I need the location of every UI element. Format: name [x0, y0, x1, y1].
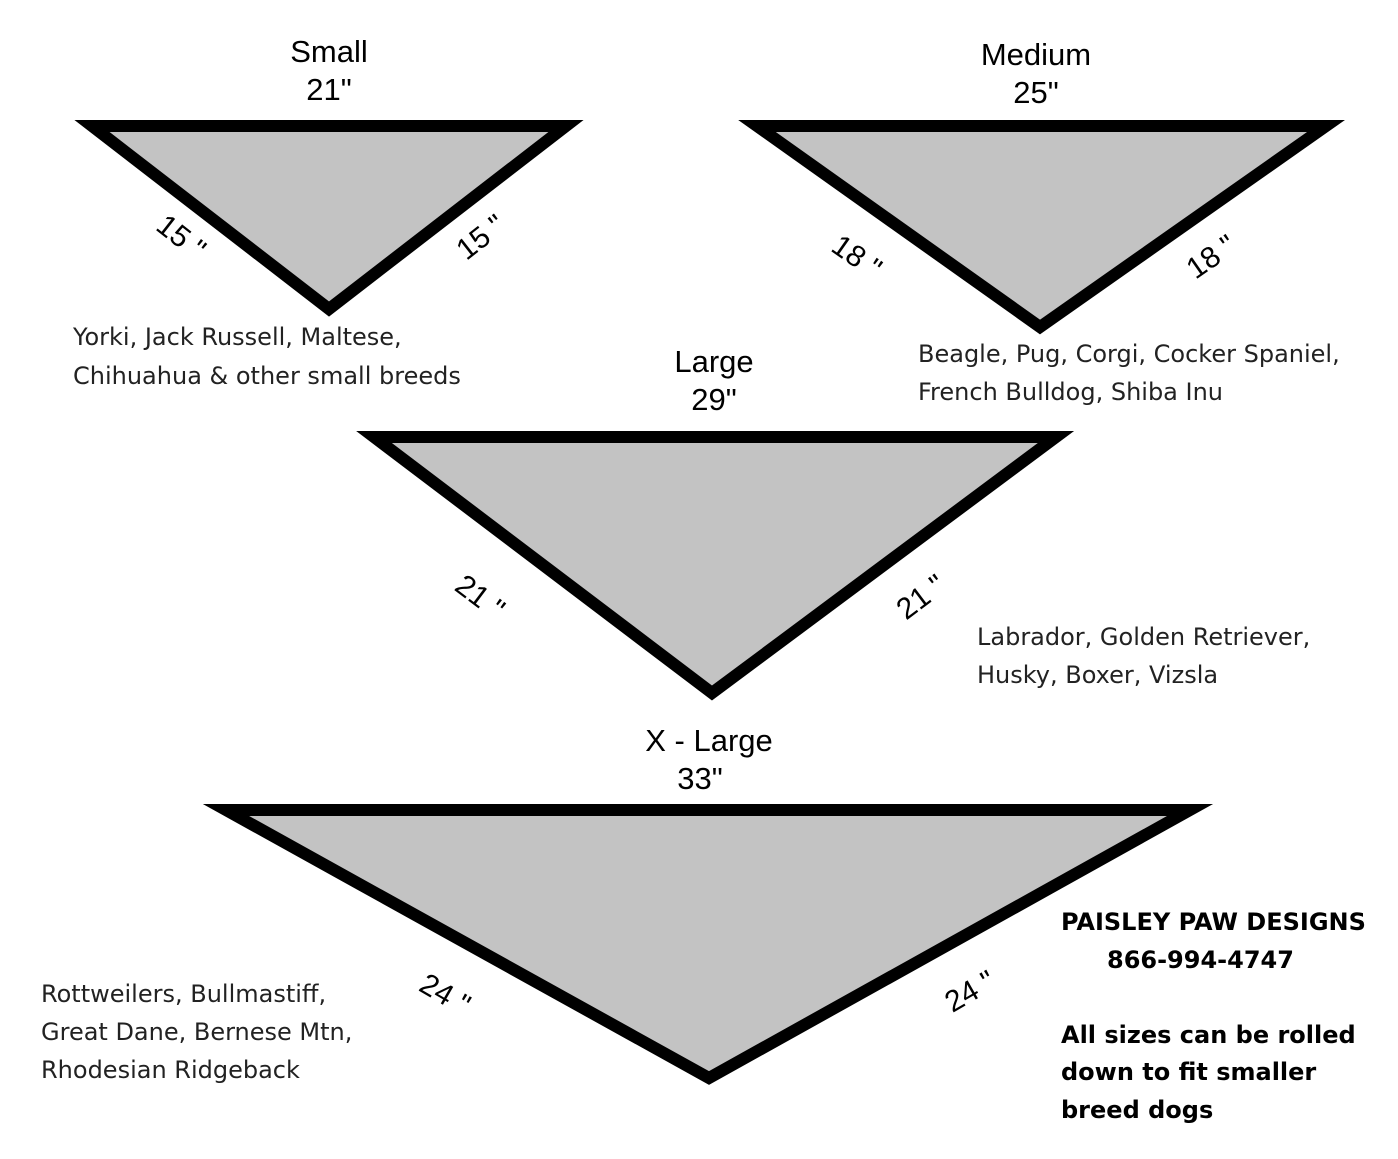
small-size-length: 21" [306, 72, 352, 107]
xlarge-breeds-line-1: Rottweilers, Bullmastiff, [41, 980, 326, 1008]
medium-right-side-label: 18 " [1181, 229, 1243, 286]
company-name: PAISLEY PAW DESIGNS [1061, 908, 1366, 936]
small-breeds-line-2: Chihuahua & other small breeds [73, 362, 461, 390]
large-breeds-line-2: Husky, Boxer, Vizsla [977, 661, 1218, 689]
xlarge-bandana-triangle [202, 804, 1214, 1085]
xlarge-breeds-line-3: Rhodesian Ridgeback [41, 1056, 300, 1084]
xlarge-size-group: X - Large 33" 24 " 24 " Rottweilers, Bul… [41, 723, 1214, 1085]
medium-left-side-label: 18 " [826, 229, 888, 286]
xlarge-right-side-label: 24 " [939, 964, 1001, 1019]
medium-breeds-line-2: French Bulldog, Shiba Inu [918, 378, 1223, 406]
company-info: PAISLEY PAW DESIGNS 866-994-4747 All siz… [1061, 908, 1366, 1124]
xlarge-size-length: 33" [677, 761, 723, 796]
medium-size-group: Medium 25" 18 " 18 " Beagle, Pug, Corgi,… [738, 37, 1345, 406]
sizing-note-line-2: down to fit smaller [1061, 1058, 1316, 1086]
large-bandana-triangle [356, 431, 1075, 701]
large-size-name: Large [674, 344, 753, 379]
medium-size-length: 25" [1013, 75, 1059, 110]
small-bandana-triangle [74, 120, 584, 317]
xlarge-left-side-label: 24 " [414, 967, 476, 1022]
small-size-group: Small 21" 15 " 15 " Yorki, Jack Russell,… [72, 34, 584, 390]
sizing-note-line-1: All sizes can be rolled [1061, 1021, 1356, 1049]
medium-size-name: Medium [981, 37, 1091, 72]
large-right-side-label: 21 " [890, 568, 952, 626]
small-right-side-label: 15 " [450, 208, 512, 266]
large-left-side-label: 21 " [449, 568, 511, 626]
medium-breeds-line-1: Beagle, Pug, Corgi, Cocker Spaniel, [918, 340, 1340, 368]
sizing-note-line-3: breed dogs [1061, 1096, 1213, 1124]
medium-bandana-triangle [738, 120, 1345, 335]
small-breeds-line-1: Yorki, Jack Russell, Maltese, [72, 323, 402, 351]
large-size-length: 29" [691, 382, 737, 417]
large-breeds-line-1: Labrador, Golden Retriever, [977, 623, 1310, 651]
company-phone: 866-994-4747 [1107, 946, 1294, 974]
small-size-name: Small [290, 34, 368, 69]
xlarge-size-name: X - Large [645, 723, 773, 758]
xlarge-breeds-line-2: Great Dane, Bernese Mtn, [41, 1018, 352, 1046]
